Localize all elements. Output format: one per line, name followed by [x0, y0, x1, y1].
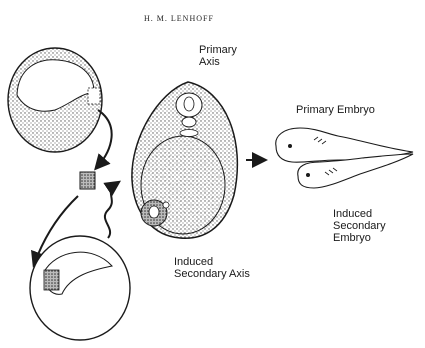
excision-site: [88, 88, 100, 104]
label-induced-secondary-embryo: Induced Secondary Embryo: [333, 208, 386, 244]
donor-embryo: [8, 48, 102, 152]
label-induced-secondary-axis: Induced Secondary Axis: [174, 256, 250, 280]
primary-notochord: [182, 117, 196, 127]
graft-tissue: [80, 172, 95, 189]
label-primary-embryo: Primary Embryo: [296, 104, 375, 116]
label-primary-axis: Primary Axis: [199, 44, 237, 68]
graft-site: [44, 270, 59, 290]
arrow-to-section: [105, 184, 116, 238]
header-author: H. M. LENHOFF: [144, 14, 214, 23]
arrow-to-graft: [98, 110, 112, 166]
embryo-cross-section: [132, 82, 237, 238]
host-embryo: [30, 236, 130, 340]
